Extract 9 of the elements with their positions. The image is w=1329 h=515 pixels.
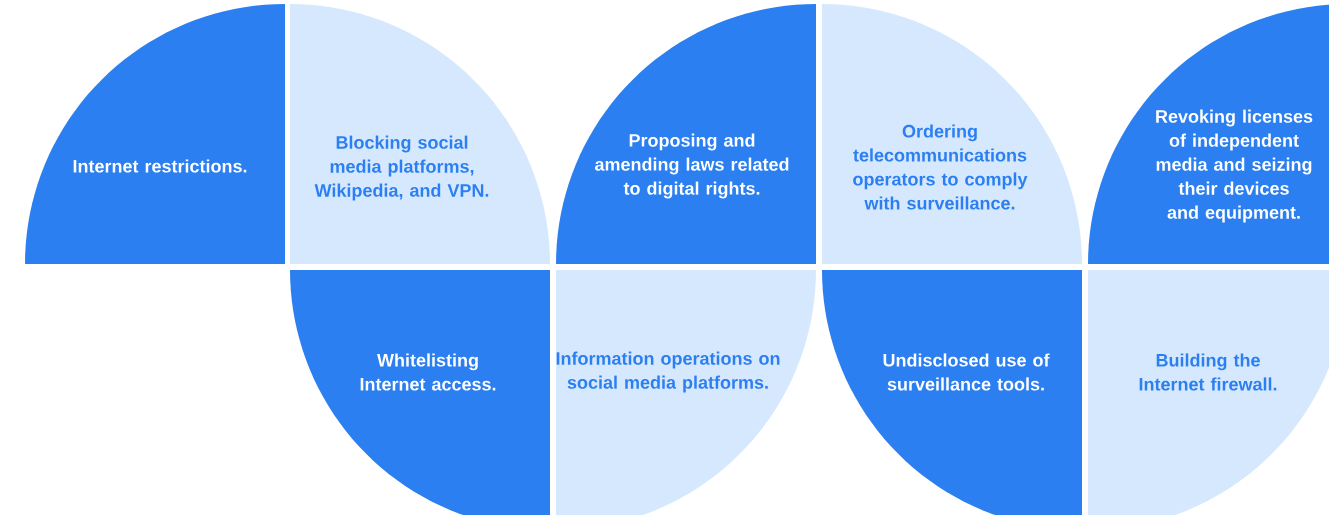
quarter-circle-panel: Whitelisting Internet access. bbox=[290, 270, 550, 515]
quarter-circle-panel: Information operations on social media platforms. bbox=[556, 270, 816, 515]
quarter-circle-panel: Blocking social media platforms, Wikipedia, and VPN. bbox=[290, 4, 550, 264]
quarter-circle-panel: Undisclosed use of surveillance tools. bbox=[822, 270, 1082, 515]
quarter-circle-panel: Internet restrictions. bbox=[25, 4, 285, 264]
quarter-circle-panel: Revoking licenses of independent media and seizing their devices and equipment. bbox=[1088, 4, 1329, 264]
quarter-circle-panel: Building the Internet firewall. bbox=[1088, 270, 1329, 515]
quarter-circle-panel: Proposing and amending laws related to digital rights. bbox=[556, 4, 816, 264]
quarter-circle-panel: Ordering telecommunications operators to comply with surveillance. bbox=[822, 4, 1082, 264]
